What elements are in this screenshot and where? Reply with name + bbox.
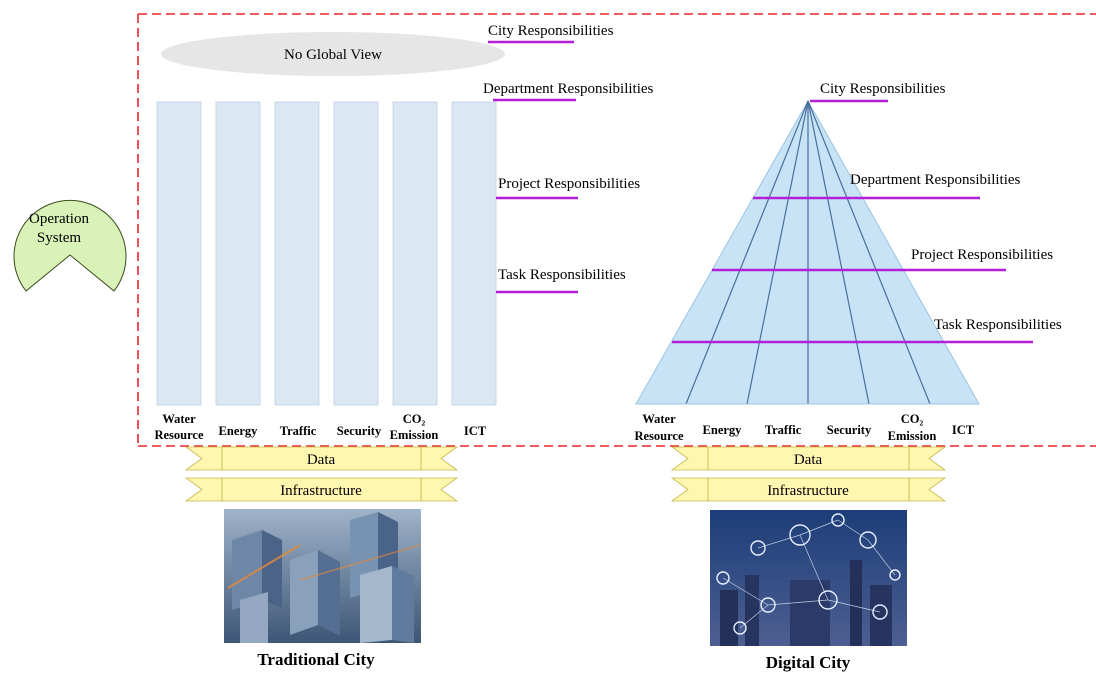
right-col-co2-line1: CO₂: [901, 412, 924, 426]
silo-column-co2: [392, 101, 438, 406]
operation-system-shape: [13, 199, 127, 292]
digital-city-caption: Digital City: [766, 653, 851, 672]
right-department-label: Department Responsibilities: [850, 172, 1021, 188]
left-col-ict: ICT: [464, 424, 487, 438]
right-project-label: Project Responsibilities: [911, 247, 1053, 263]
left-col-water-line1: Water: [162, 412, 196, 426]
left-silo-columns: [156, 101, 497, 406]
dashed-boundary: [137, 13, 1096, 447]
right-col-co2-line2: Emission: [888, 429, 937, 443]
right-column-labels: Water Resource Energy Traffic Security C…: [634, 412, 974, 443]
right-task-label: Task Responsibilities: [934, 317, 1062, 333]
no-global-view-label: No Global View: [284, 47, 382, 63]
right-col-traffic: Traffic: [765, 423, 802, 437]
silo-column-traffic: [274, 101, 320, 406]
left-col-energy: Energy: [219, 424, 259, 438]
left-infrastructure-label: Infrastructure: [280, 483, 362, 499]
right-data-label: Data: [794, 452, 823, 468]
left-task-label: Task Responsibilities: [498, 267, 626, 283]
left-col-water-line2: Resource: [154, 428, 204, 442]
left-col-co2-line2: Emission: [390, 428, 439, 442]
operation-system-label-line1: Operation: [29, 211, 89, 227]
silo-column-water: [156, 101, 202, 406]
digital-pyramid: [635, 99, 980, 405]
silo-column-ict: [451, 101, 497, 406]
digital-city-image: [710, 510, 907, 646]
right-col-energy: Energy: [703, 423, 743, 437]
left-column-labels: Water Resource Energy Traffic Security C…: [154, 412, 486, 442]
left-col-co2-line1: CO₂: [403, 412, 426, 426]
right-col-water-line2: Resource: [634, 429, 684, 443]
silo-column-security: [333, 101, 379, 406]
right-infrastructure-banner: Infrastructure: [670, 477, 947, 502]
right-col-security: Security: [827, 423, 872, 437]
operation-system-label-line2: System: [37, 230, 82, 246]
left-department-label: Department Responsibilities: [483, 81, 654, 97]
left-infrastructure-banner: Infrastructure: [184, 477, 459, 502]
right-data-banner: Data: [670, 446, 947, 471]
right-infrastructure-label: Infrastructure: [767, 483, 849, 499]
no-global-view-ellipse: [161, 32, 505, 76]
silo-column-energy: [215, 101, 261, 406]
right-city-label: City Responsibilities: [820, 81, 946, 97]
left-project-label: Project Responsibilities: [498, 176, 640, 192]
right-col-ict: ICT: [952, 423, 975, 437]
traditional-city-caption: Traditional City: [257, 650, 375, 669]
traditional-city-image: [224, 509, 421, 643]
left-data-banner: Data: [184, 446, 459, 471]
top-city-responsibilities-label: City Responsibilities: [488, 23, 614, 39]
left-data-label: Data: [307, 452, 336, 468]
left-col-security: Security: [337, 424, 382, 438]
left-col-traffic: Traffic: [280, 424, 317, 438]
right-col-water-line1: Water: [642, 412, 676, 426]
